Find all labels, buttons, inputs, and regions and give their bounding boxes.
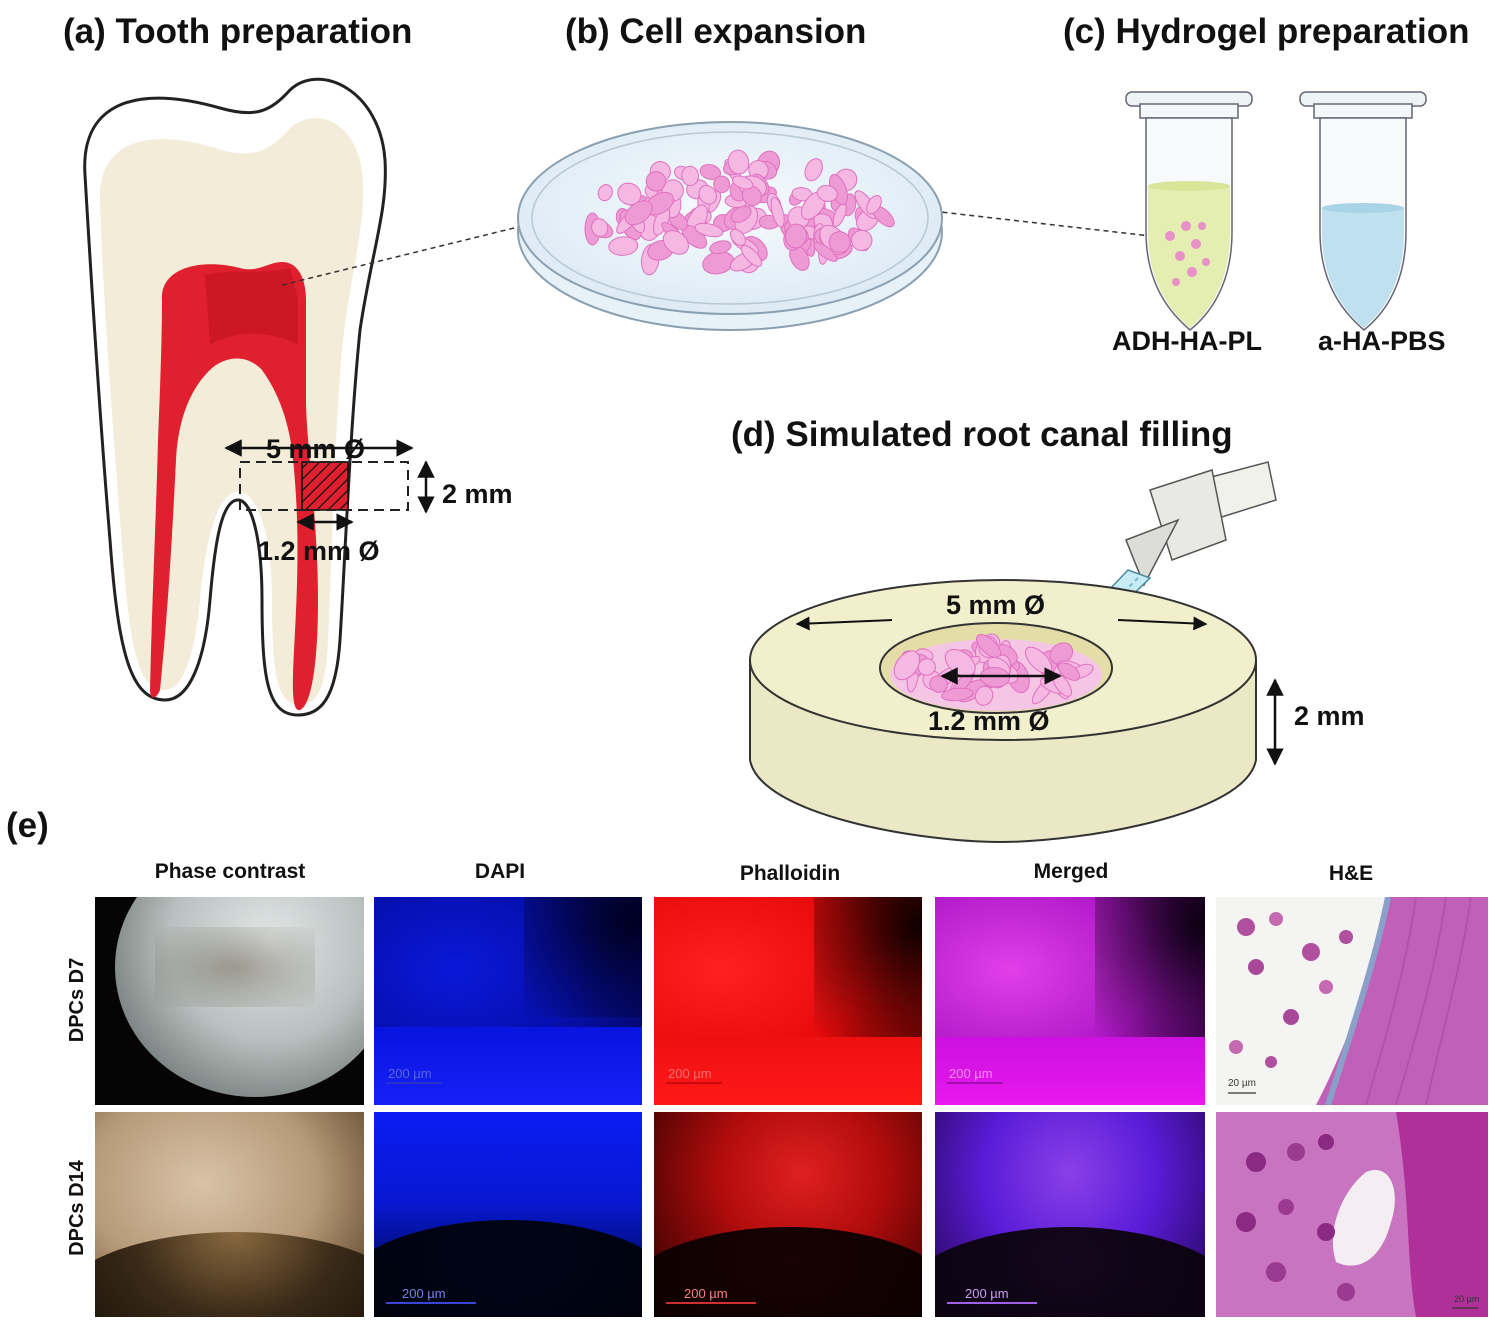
tube-a-ha-pbs: [1299, 91, 1427, 331]
tube-adh-ha-pl: [1125, 91, 1253, 331]
column-header-merged: Merged: [1033, 860, 1109, 883]
panel-merged-d14: 200 µm: [935, 1112, 1205, 1317]
cell: [740, 244, 763, 267]
panel-phase-contrast-d14: [95, 1112, 364, 1317]
title-cell-expansion: (b) Cell expansion: [565, 12, 867, 51]
title-root-canal-filling: (d) Simulated root canal filling: [731, 415, 1233, 454]
cell: [1057, 662, 1081, 681]
cell: [917, 658, 936, 676]
cell: [730, 205, 752, 223]
panel-dapi-d7: 200 µm: [374, 897, 642, 1105]
flow-arrow-dish-to-tube: [861, 202, 1169, 242]
cell: [681, 165, 700, 187]
cell: [974, 685, 994, 706]
cell: [731, 175, 754, 190]
tube-right-label: a-HA-PBS: [1318, 326, 1446, 356]
scale-bar: [947, 1302, 1037, 1304]
disk-arrows: [795, 616, 1284, 766]
scale-bar-label: 200 µm: [949, 1066, 993, 1081]
hatched-sample: [301, 461, 349, 511]
illustration-layer: [83, 77, 1427, 844]
cell-cluster: [584, 149, 895, 276]
scale-bar-label: 200 µm: [684, 1286, 728, 1301]
cell: [709, 240, 732, 255]
cell: [591, 218, 609, 238]
cell: [813, 242, 838, 262]
cell: [727, 149, 750, 175]
disk-height-label: 2 mm: [1294, 701, 1365, 731]
title-panel-e: (e): [6, 806, 49, 845]
cell: [941, 687, 974, 702]
scale-bar: [947, 1082, 1003, 1084]
scale-bar-label: 200 µm: [965, 1286, 1009, 1301]
panel-phalloidin-d7: 200 µm: [654, 897, 922, 1105]
column-header-phalloidin: Phalloidin: [739, 862, 841, 885]
panel-dapi-d14: 200 µm: [374, 1112, 642, 1317]
cell: [816, 184, 838, 203]
panel-he-d14: 20 µm: [1216, 1112, 1488, 1317]
tooth-inner-diameter-label: 1.2 mm Ø: [258, 536, 380, 566]
cell: [770, 196, 785, 228]
cell: [617, 182, 642, 206]
scale-bar: [666, 1082, 722, 1084]
title-tooth-preparation: (a) Tooth preparation: [63, 12, 413, 51]
scale-bar: [386, 1082, 442, 1084]
section-box: [239, 461, 409, 511]
cell: [698, 184, 717, 205]
cell: [662, 230, 689, 255]
cell: [624, 200, 653, 226]
scale-bar-label: 20 µm: [1454, 1294, 1480, 1304]
cell: [785, 223, 807, 249]
disk-outer-diameter-label: 5 mm Ø: [946, 590, 1046, 620]
cell: [866, 194, 882, 215]
title-hydrogel-preparation: (c) Hydrogel preparation: [1063, 12, 1470, 51]
scale-bar-label: 20 µm: [1228, 1078, 1256, 1089]
cell: [828, 231, 851, 254]
tooth-height-label: 2 mm: [442, 479, 513, 509]
tooth-dentin: [99, 118, 364, 705]
cell: [694, 222, 724, 238]
cell: [645, 171, 667, 192]
panel-he-d7: 20 µm: [1216, 897, 1488, 1105]
row-label-d7: DPCs D7: [66, 957, 88, 1043]
row-label-d14: DPCs D14: [66, 1160, 88, 1256]
scale-bar: [666, 1302, 756, 1304]
cell: [699, 164, 722, 180]
cell: [729, 228, 746, 247]
column-header-dapi: DAPI: [474, 860, 526, 883]
scale-bar-label: 200 µm: [388, 1066, 432, 1081]
cell: [597, 184, 613, 202]
panel-merged-d7: 200 µm: [935, 897, 1205, 1105]
disk-inner-diameter-label: 1.2 mm Ø: [928, 706, 1050, 736]
tooth-pulp-chamber: [150, 262, 318, 711]
column-header-he: H&E: [1328, 862, 1374, 885]
tooth-outer-diameter-label: 5 mm Ø: [266, 434, 366, 464]
cell: [713, 175, 731, 194]
column-header-phase-contrast: Phase contrast: [154, 860, 306, 883]
scale-bar: [386, 1302, 476, 1304]
cell: [893, 650, 921, 681]
scale-bar-label: 200 µm: [402, 1286, 446, 1301]
panel-phalloidin-d14: 200 µm: [654, 1112, 922, 1317]
panel-phase-contrast-d7: [95, 897, 364, 1105]
scale-bar-label: 200 µm: [668, 1066, 712, 1081]
cell: [804, 158, 823, 182]
tube-left-label: ADH-HA-PL: [1112, 326, 1262, 356]
cell: [608, 236, 639, 256]
tooth-illustration: [83, 77, 435, 717]
